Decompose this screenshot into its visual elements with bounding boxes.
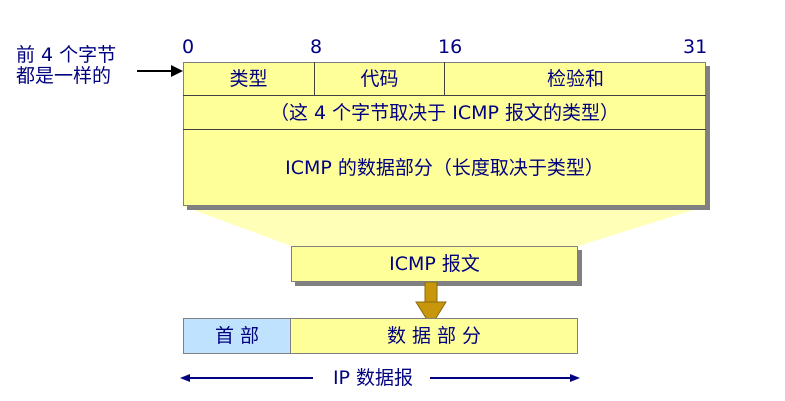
ip-header-box: 首 部 <box>183 318 291 354</box>
ip-datagram-caption: IP 数据报 <box>332 367 414 389</box>
icmp-data-section: ICMP 的数据部分（长度取决于类型） <box>285 157 604 179</box>
side-note-line1: 前 4 个字节 <box>16 44 117 66</box>
row-divider-1 <box>183 95 706 96</box>
field-divider-type-code <box>314 62 315 96</box>
field-code: 代码 <box>360 67 399 90</box>
row-divider-2 <box>183 129 706 130</box>
ip-data-box: 数 据 部 分 <box>290 318 578 354</box>
bit-position-16: 16 <box>438 36 463 58</box>
field-type: 类型 <box>229 67 268 90</box>
bit-position-31: 31 <box>683 36 708 58</box>
down-arrow <box>415 282 447 327</box>
field-divider-code-checksum <box>444 62 445 96</box>
field-checksum: 检验和 <box>546 67 604 90</box>
bit-position-8: 8 <box>310 36 323 58</box>
rest-of-header: （这 4 个字节取决于 ICMP 报文的类型） <box>270 101 619 124</box>
side-note-arrow <box>137 65 183 77</box>
side-note-line2: 都是一样的 <box>16 65 112 87</box>
bit-position-0: 0 <box>182 36 195 58</box>
icmp-message-box: ICMP 报文 <box>291 246 578 282</box>
ip-datagram-span-arrow <box>180 374 580 382</box>
